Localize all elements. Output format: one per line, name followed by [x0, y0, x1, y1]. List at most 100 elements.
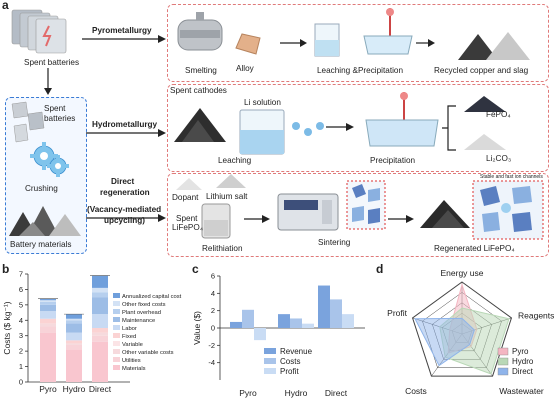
- y-tick-label: 2: [211, 306, 215, 315]
- legend-swatch: [113, 333, 120, 338]
- bar-segment: [40, 323, 56, 327]
- cathode-pile-icon: [174, 108, 226, 142]
- y-tick-label: 7: [19, 270, 23, 279]
- y-tick-label: -2: [208, 341, 215, 350]
- bar-segment: [66, 323, 82, 333]
- y-axis-label: Value ($): [192, 311, 202, 345]
- li2co3-label: Li₂CO₃: [486, 154, 512, 163]
- hydro-row-box: [167, 84, 549, 172]
- bar-segment: [92, 341, 108, 382]
- alloy-icon: [235, 33, 261, 55]
- y-tick-label: -4: [208, 358, 215, 367]
- regenerated-pile-icon: [420, 200, 470, 228]
- leaching-precipitation-label: Leaching &Precipitation: [317, 66, 404, 75]
- panel-a-letter: a: [2, 0, 9, 12]
- panel-b-letter: b: [2, 262, 10, 276]
- legend-swatch: [113, 317, 120, 322]
- legend-swatch: [497, 347, 509, 356]
- legend-swatch: [264, 348, 276, 354]
- radar-axis-label: Wastewater: [499, 386, 544, 396]
- legend-label: Profit: [280, 367, 299, 376]
- bar-segment: [40, 304, 56, 312]
- dopant-pile-icon: [176, 178, 202, 190]
- ions-icon: [292, 122, 324, 136]
- y-tick-label: 6: [19, 285, 23, 294]
- x-tick-label: Pyro: [39, 384, 57, 394]
- dopant-label: Dopant: [172, 193, 199, 202]
- legend-swatch: [113, 349, 120, 354]
- y-tick-label: 0: [19, 378, 23, 387]
- bar: [330, 299, 342, 328]
- legend-label: Revenue: [280, 347, 313, 356]
- radar-axis-label: Costs: [405, 386, 427, 396]
- y-tick-label: 2: [19, 347, 23, 356]
- lithium-salt-label: Lithium salt: [206, 192, 248, 201]
- hydro-arrow: [326, 123, 354, 131]
- y-tick-label: 5: [19, 300, 23, 309]
- y-tick-label: 6: [211, 272, 215, 281]
- spent-lifepo4-label-1: Spent: [176, 214, 198, 223]
- bar-segment: [40, 332, 56, 382]
- bar-segment: [66, 318, 82, 321]
- legend-label: Plant overhead: [122, 310, 161, 316]
- fepo4-pile-icon: [464, 96, 506, 112]
- bar-segment: [92, 332, 108, 336]
- radar-axis-label: Energy use: [441, 268, 484, 278]
- legend-label: Fixed: [122, 334, 136, 340]
- pyro-flow-arrows: [280, 39, 435, 47]
- y-tick-label: 3: [19, 331, 23, 340]
- pyro-row-box: [167, 4, 549, 82]
- radar-grid: [411, 281, 513, 377]
- legend-label: Utilities: [122, 358, 141, 364]
- bar: [278, 314, 290, 328]
- bar: [242, 309, 254, 328]
- direct-route-label-4: upcycling): [104, 216, 145, 225]
- battery-materials-pile-icon: [9, 206, 81, 236]
- bar: [254, 328, 266, 341]
- fepo4-label: FePO₄: [486, 110, 511, 119]
- y-axis-label: Costs ($ kg⁻¹): [2, 301, 12, 354]
- direct-arrow-2: [388, 215, 414, 223]
- radar-axis-label: Reagents: [518, 310, 554, 320]
- y-tick-label: 0: [211, 324, 215, 333]
- legend-swatch: [497, 367, 509, 376]
- spent-batteries-stack-icon: [11, 9, 67, 54]
- spent-batteries-2-label: Spent batteries: [44, 104, 76, 123]
- spent-lifepo4-label-2: LiFePO₄: [172, 223, 204, 232]
- direct-route-label-2: regeneration: [100, 188, 150, 197]
- bar-segment: [92, 335, 108, 342]
- legend-swatch: [113, 341, 120, 346]
- bar-segment: [40, 318, 56, 324]
- legend-label: Direct: [512, 367, 534, 376]
- y-tick-label: 4: [211, 289, 215, 298]
- crystal-structure-icon: [346, 180, 386, 230]
- bar-segment: [66, 314, 82, 319]
- bar-segment: [40, 311, 56, 319]
- radar-chart: Energy useReagentsWastewaterCostsProfitP…: [387, 268, 554, 396]
- bar-segment: [66, 332, 82, 341]
- legend-swatch: [113, 293, 120, 298]
- legend-swatch: [113, 325, 120, 330]
- bar-segment: [66, 349, 82, 382]
- legend-label: Materials: [122, 366, 146, 372]
- legend-label: Pyro: [512, 347, 529, 356]
- hydro-route-label: Hydrometallurgy: [92, 120, 158, 129]
- battery-materials-label: Battery materials: [10, 240, 72, 249]
- bar-segment: [40, 326, 56, 333]
- x-tick-label: Hydro: [285, 388, 308, 398]
- direct-route-label-3: (Vacancy-mediated: [87, 205, 162, 214]
- x-tick-label: Pyro: [239, 388, 257, 398]
- precipitation-label: Precipitation: [370, 156, 416, 165]
- sintering-furnace-icon: [277, 193, 339, 231]
- x-tick-label: Hydro: [63, 384, 86, 394]
- y-tick-label: 1: [19, 362, 23, 371]
- crushing-label: Crushing: [25, 184, 58, 193]
- legend-swatch: [497, 357, 509, 366]
- leaching-beaker-icon: [239, 109, 285, 155]
- legend-swatch: [264, 358, 276, 364]
- spent-cathodes-label: Spent cathodes: [170, 86, 227, 95]
- regenerated-structure-icon: [472, 180, 544, 240]
- bar-segment: [40, 300, 56, 302]
- legend-label: Other fixed costs: [122, 302, 166, 308]
